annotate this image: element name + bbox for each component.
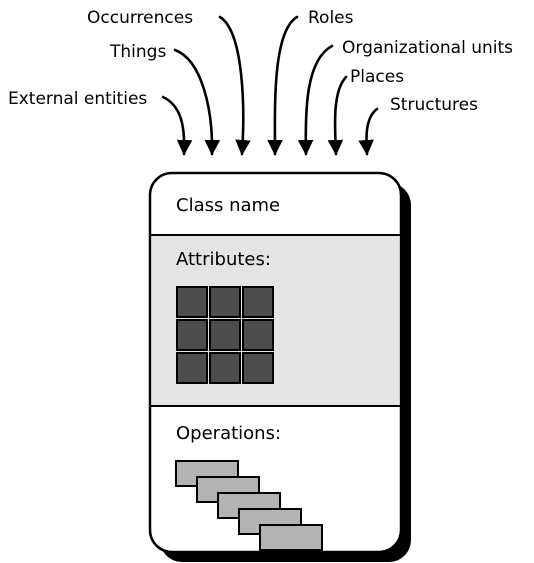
attribute-grid-icon [176,286,274,384]
arrow-occurrences [218,15,251,156]
operation-bars-icon [175,460,323,551]
attribute-cell [242,286,274,318]
arrow-roles [267,15,299,156]
operations-label: Operations: [176,423,281,444]
attribute-cell [209,319,241,351]
attribute-cell [242,319,274,351]
input-label-occurrences: Occurrences [87,8,193,28]
arrow-structures [358,107,379,156]
attribute-cell [176,286,208,318]
attribute-cell [209,352,241,384]
attributes-label: Attributes: [176,249,271,270]
arrow-organizational-units [297,44,334,156]
input-label-organizational-units: Organizational units [342,38,513,58]
input-label-things: Things [109,42,166,62]
operation-bar [259,524,323,551]
attribute-cell [209,286,241,318]
arrow-external-entities [161,95,193,156]
arrow-things [173,48,221,156]
attribute-cell [242,352,274,384]
class-box: Class name Attributes: Operations: [148,171,411,562]
input-label-roles: Roles [308,8,354,28]
class-name-label: Class name [176,195,280,216]
input-label-structures: Structures [390,95,478,115]
attribute-cell [176,319,208,351]
attribute-cell [176,352,208,384]
arrow-places [327,75,348,156]
input-label-external-entities: External entities [8,89,147,109]
input-label-places: Places [350,67,404,87]
